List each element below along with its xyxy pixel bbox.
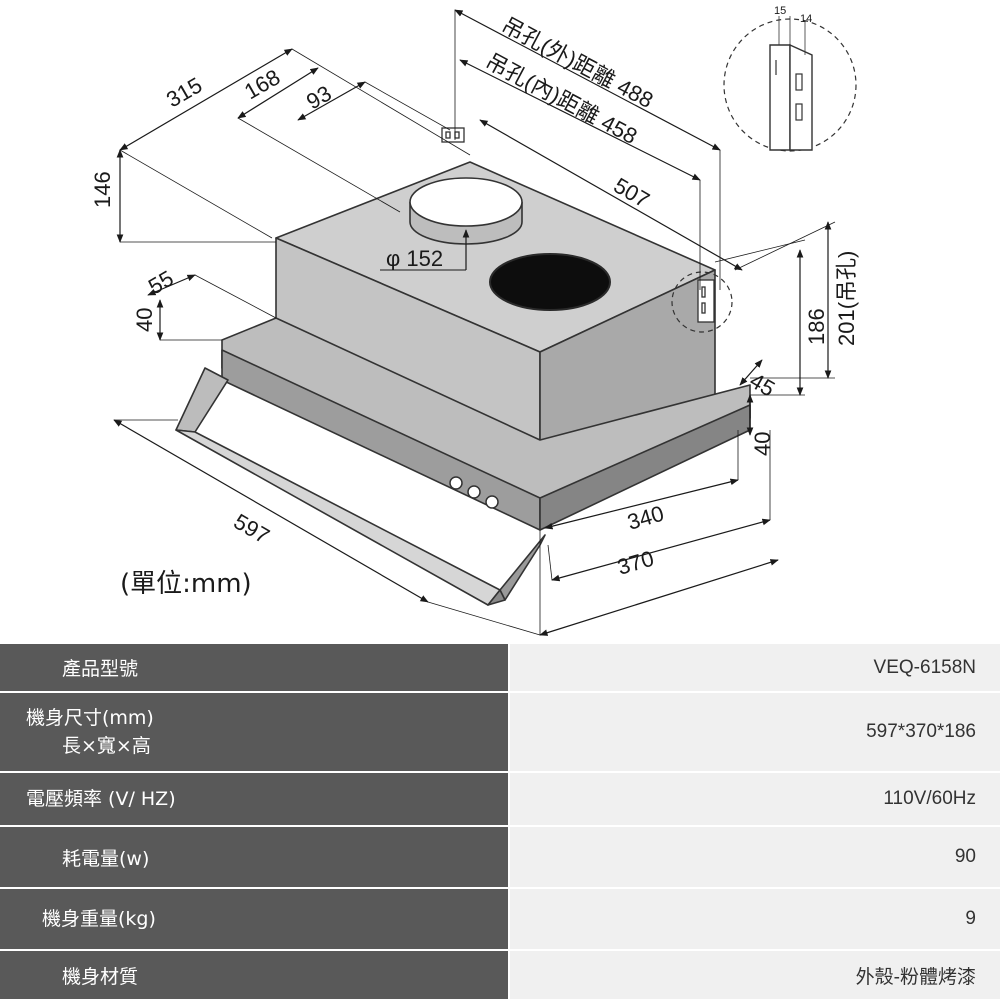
dim-507: 507	[610, 173, 654, 213]
dim-597: 597	[230, 509, 274, 549]
dim-40-left: 40	[132, 308, 157, 332]
dim-315: 315	[162, 72, 206, 112]
dim-168: 168	[240, 64, 284, 104]
dim-93: 93	[302, 80, 336, 114]
spec-row-power: 耗電量(w) 90	[0, 826, 1000, 889]
hood-visor-right	[499, 534, 546, 601]
spec-value-material: 外殼-粉體烤漆	[508, 950, 1000, 1001]
dim-40-right: 40	[750, 432, 775, 456]
spec-row-model: 產品型號 VEQ-6158N	[0, 644, 1000, 693]
dim-340: 340	[624, 501, 666, 535]
spec-label-power: 耗電量(w)	[62, 847, 150, 870]
fan-opening	[489, 253, 611, 311]
bracket-detail	[723, 16, 857, 152]
spec-label-voltage: 電壓頻率 (V/ HZ)	[26, 788, 176, 810]
dim-detail-14: 14	[800, 13, 812, 25]
spec-value-power: 90	[508, 826, 1000, 889]
spec-label-weight: 機身重量(kg)	[42, 908, 156, 930]
unit-label: (單位:mm)	[120, 569, 252, 599]
spec-value-size: 597*370*186	[508, 692, 1000, 773]
spec-table: 產品型號 VEQ-6158N 機身尺寸(mm) 長×寬×高 597*370*18…	[0, 644, 1000, 1001]
spec-label-model: 產品型號	[62, 658, 139, 680]
dim-186: 186	[804, 308, 829, 345]
knob-2	[467, 485, 481, 499]
dimension-lines	[113, 9, 836, 636]
bracket-detail-circle-small	[671, 271, 733, 333]
hood-visor-tip	[487, 589, 506, 606]
dim-201: 201(吊孔)	[834, 251, 859, 346]
spec-value-voltage: 110V/60Hz	[508, 772, 1000, 827]
spec-row-material: 機身材質 外殼-粉體烤漆	[0, 950, 1000, 1001]
dim-146: 146	[90, 171, 115, 208]
dim-detail-15: 15	[774, 5, 786, 17]
knob-3	[485, 495, 499, 509]
dim-370: 370	[614, 546, 656, 580]
control-knobs	[449, 476, 499, 509]
dim-phi152: φ 152	[386, 246, 443, 271]
spec-label-size: 機身尺寸(mm)	[26, 707, 154, 729]
spec-row-size: 機身尺寸(mm) 長×寬×高 597*370*186	[0, 692, 1000, 773]
diagram-svg: 315 168 93 146 55 40 吊孔(外)距離 488 吊孔(內)距離…	[90, 5, 859, 636]
spec-row-voltage: 電壓頻率 (V/ HZ) 110V/60Hz	[0, 772, 1000, 827]
product-dimension-diagram: 315 168 93 146 55 40 吊孔(外)距離 488 吊孔(內)距離…	[90, 5, 859, 636]
hanging-bracket-side	[697, 279, 715, 323]
spec-value-weight: 9	[508, 888, 1000, 951]
spec-value-model: VEQ-6158N	[508, 644, 1000, 693]
spec-row-weight: 機身重量(kg) 9	[0, 888, 1000, 951]
spec-label-material: 機身材質	[62, 965, 139, 988]
spec-label-size-sub: 長×寬×高	[62, 735, 151, 757]
knob-1	[449, 476, 463, 490]
hood-visor-left	[175, 367, 229, 433]
